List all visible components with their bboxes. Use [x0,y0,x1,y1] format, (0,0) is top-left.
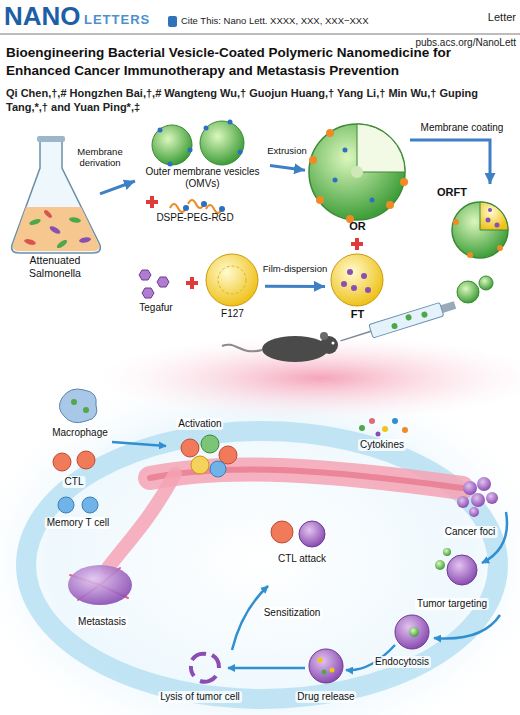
node-label: Tegafur [131,302,181,314]
micelle-figure: FT [325,250,390,323]
journal-url: pubs.acs.org/NanoLett [360,37,516,49]
process-label: Endocytosis [373,656,431,668]
node-label: FT [328,308,387,321]
nanoparticle-illustration [452,202,508,258]
process-label: Metastasis [76,616,128,628]
cell-label: Macrophage [50,427,110,439]
cell-label: Memory T cell [45,517,111,529]
micelle-illustration [206,254,258,306]
node-label: ORFT [437,186,513,199]
edge-label: Extrusion [267,145,307,156]
nanoparticle-figure: OR [305,120,410,235]
journal-logo: NANO [4,1,84,32]
process-label: Cytokines [358,439,406,451]
process-label: CTL attack [276,553,328,565]
tumor-cells [68,477,498,683]
micelle-figure: F127 [200,250,265,322]
article-type: Letter [430,11,516,24]
node-label: F127 [203,308,262,320]
process-arrow [265,285,325,288]
node-label: Attenuated Salmonella [13,254,97,279]
plus-symbol [186,277,198,289]
injection-illustration [222,276,493,362]
process-label: Sensitization [262,607,323,619]
cycle-ring [26,431,498,699]
cytokine-dots [359,418,408,437]
header-rule [0,34,520,35]
background-glow [100,336,520,420]
author-list: Qi Chen,†,# Hongzhen Bai,†,# Wangteng Wu… [6,86,514,115]
citation-note: Cite This: Nano Lett. XXXX, XXX, XXX−XXX [181,15,401,26]
nanoparticle-figure: ORFT [425,184,516,262]
process-arrow [410,140,490,184]
cite-icon [168,16,177,27]
process-label: Activation [176,418,223,430]
node-label: DSPE-PEG-RGD [153,212,237,224]
process-label: Cancer foci [443,526,498,538]
vesicle-figure: Outer membrane vesicles (OMVs) [135,120,270,192]
polymer-figure: DSPE-PEG-RGD [150,190,240,226]
journal-logo: LETTERS [84,12,174,28]
vesicle-illustration [152,120,244,167]
plus-symbol [351,238,363,250]
process-label: Lysis of tumor cell [158,691,242,703]
drug-figure: Tegafur [128,258,184,316]
nanoparticle-illustration [309,124,408,223]
process-arrow [270,165,305,170]
immune-cells [53,389,237,513]
drug-illustration [139,270,169,298]
node-label: Outer membrane vesicles (OMVs) [138,166,267,190]
node-label: OR [308,220,407,233]
cell-label: CTL [63,476,86,488]
polymer-illustration [170,200,225,213]
process-label: Drug release [295,691,356,703]
plus-symbol [146,196,158,208]
process-arrow [100,181,135,194]
paper-title: Bioengineering Bacterial Vesicle-Coated … [6,44,514,79]
edge-label: Membrane coating [421,122,504,134]
edge-label: Membrane derivation [71,146,129,169]
process-label: Tumor targeting [415,598,489,610]
edge-label: Film-dispersion [263,263,327,274]
micelle-illustration [331,254,383,306]
cycle-arrow [112,442,507,670]
